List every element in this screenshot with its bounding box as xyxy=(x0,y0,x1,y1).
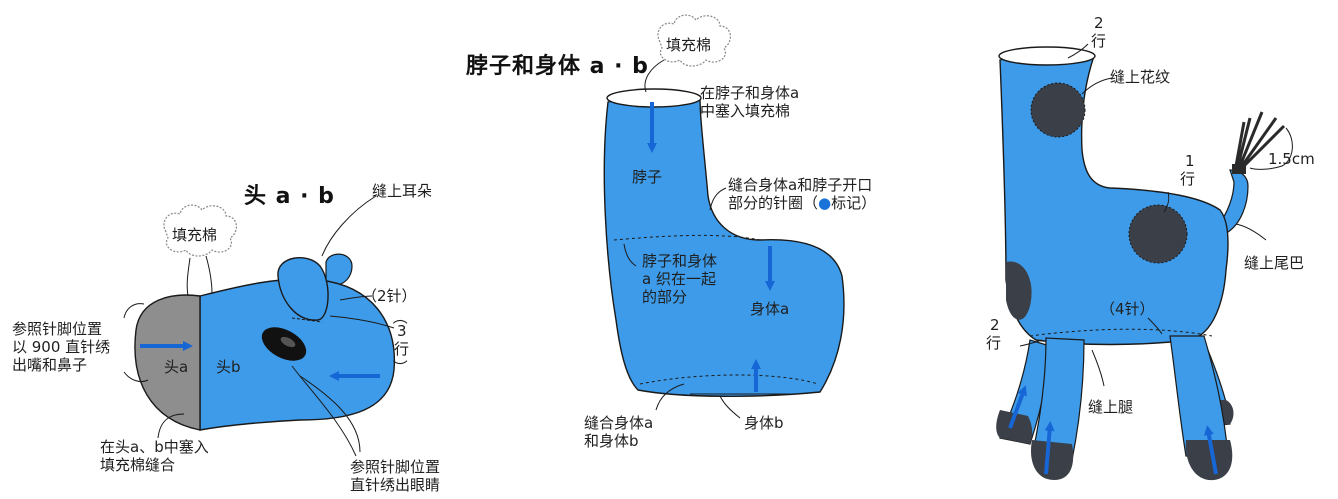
stuff-sew-note-line-2: 填充棉缝合 xyxy=(100,456,176,474)
neck-stuffing-label: 填充棉 xyxy=(666,36,712,54)
head-figure xyxy=(123,195,396,457)
head-stuffing-label: 填充棉 xyxy=(172,226,218,244)
head-title: 头 a · b xyxy=(244,184,335,209)
front-leg-right xyxy=(1169,335,1229,457)
knit-together-line-2: a 织在一起 xyxy=(642,270,716,288)
head-b-label: 头b xyxy=(216,358,241,376)
rows-mid-num: 1 xyxy=(1185,152,1195,170)
rows-left-num: 2 xyxy=(990,316,1000,334)
stitch-4-label: （4针） xyxy=(1100,300,1155,318)
neck-label: 脖子 xyxy=(632,168,663,186)
head-a-label: 头a xyxy=(164,358,189,376)
stuff-note-line-1: 在脖子和身体a xyxy=(700,84,800,102)
knit-together-line-1: 脖子和身体 xyxy=(642,252,718,270)
tail-label: 缝上尾巴 xyxy=(1244,254,1305,272)
neck-top-opening xyxy=(998,46,1096,66)
rows-top-num: 2 xyxy=(1094,14,1104,32)
head-rows-num: 3 xyxy=(397,322,407,340)
spot-neck xyxy=(1030,82,1086,138)
head-rows-unit: 行 xyxy=(394,340,410,358)
mouth-note-line-2: 以 900 直针绣 xyxy=(12,338,111,356)
seam-note-line-1: 缝合身体a和脖子开口 xyxy=(728,176,873,194)
join-note-line-2: 和身体b xyxy=(584,432,639,450)
ear-front xyxy=(277,257,329,321)
mouth-note-line-1: 参照针脚位置 xyxy=(12,320,103,338)
pattern-label: 缝上花纹 xyxy=(1110,68,1171,86)
eye-note-line-1: 参照针脚位置 xyxy=(350,458,441,476)
spot-side xyxy=(1006,261,1032,320)
neck-body-shape xyxy=(603,93,845,397)
body-a-label: 身体a xyxy=(750,300,790,318)
stuff-note-line-2: 中塞入填充棉 xyxy=(700,102,791,120)
tail-length-label: 1.5cm xyxy=(1268,150,1315,168)
neck-body-title: 脖子和身体 a · b xyxy=(466,54,649,79)
knit-together-line-3: 的部分 xyxy=(642,288,688,306)
eye-note-line-2: 直针绣出眼睛 xyxy=(350,476,441,494)
stuffing-cloud-head xyxy=(163,204,237,257)
seam-note-line-2: 部分的针圈（●标记） xyxy=(728,194,877,212)
stuffing-cloud-neck xyxy=(657,14,731,67)
rows-left-unit: 行 xyxy=(986,334,1002,352)
stuff-sew-note-line-1: 在头a、b中塞入 xyxy=(100,438,209,456)
ear-stitch-label: （2针） xyxy=(362,287,417,305)
head-a-shape xyxy=(134,294,201,431)
rows-top-unit: 行 xyxy=(1091,32,1107,50)
ear-back xyxy=(325,253,353,286)
head-rows-close: ） xyxy=(390,359,409,375)
ear-label: 缝上耳朵 xyxy=(372,182,433,200)
spot-body xyxy=(1128,204,1188,264)
mouth-note-line-3: 出嘴和鼻子 xyxy=(12,356,88,374)
tail-shape xyxy=(1217,169,1249,233)
body-b-label: 身体b xyxy=(744,414,784,432)
legs-label: 缝上腿 xyxy=(1088,398,1134,416)
stitch-marker-dot: ● xyxy=(818,194,832,212)
rows-mid-unit: 行 xyxy=(1180,170,1196,188)
giraffe-figure xyxy=(996,43,1293,481)
neck-body-figure xyxy=(603,14,845,419)
join-note-line-1: 缝合身体a xyxy=(584,414,654,432)
